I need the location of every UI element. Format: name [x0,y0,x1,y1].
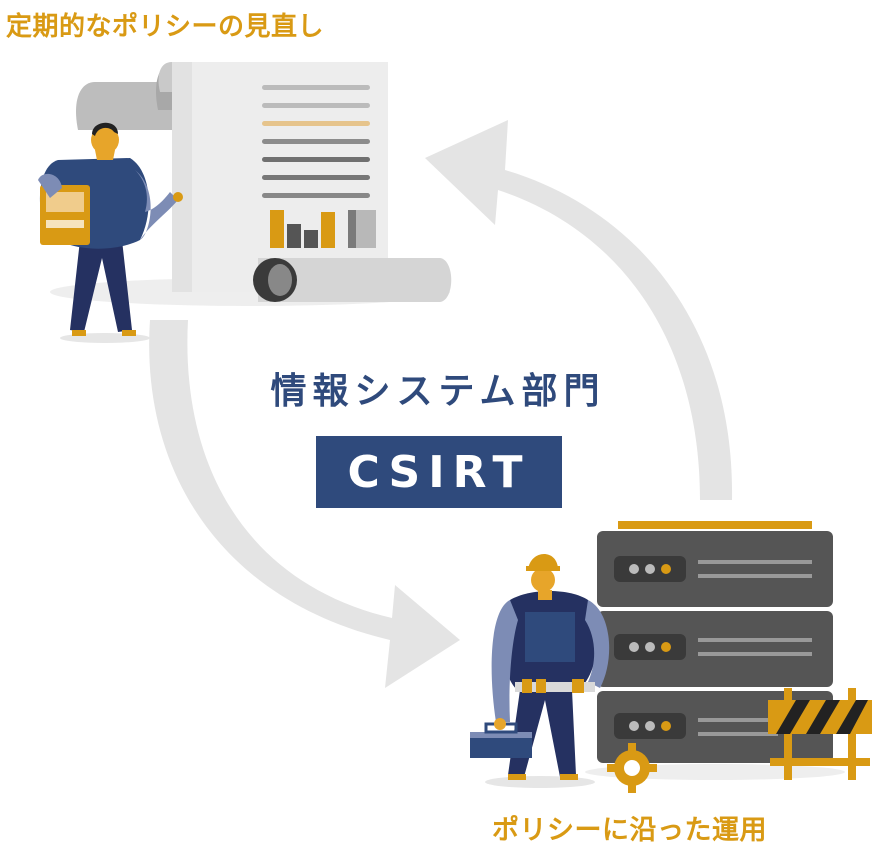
document-text-lines [262,85,370,198]
worker-with-hardhat [470,553,610,788]
server-rack-icon [585,521,845,780]
barricade-icon [768,688,872,780]
gear-icon [607,743,657,793]
person-with-clipboard [38,122,183,343]
server-unit [614,634,812,660]
server-unit [614,713,778,739]
department-label: 情報システム部門 [270,371,606,412]
toolbox-icon [470,722,532,758]
bar-chart-icon [270,210,376,248]
policy-review-label: 定期的なポリシーの見直し [6,12,325,42]
cycle-arrow-right [425,120,733,500]
policy-operation-label: ポリシーに沿った運用 [492,815,767,846]
server-unit [614,556,812,582]
csirt-badge: CSIRT [347,446,531,498]
csirt-badge-bg [316,436,562,508]
document-scroll-icon [50,62,452,306]
cycle-arrow-left [149,320,460,688]
